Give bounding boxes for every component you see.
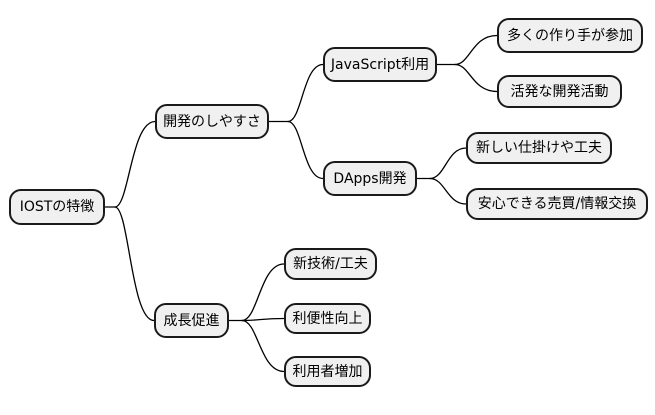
node-javascript-use: JavaScript利用 <box>323 47 437 82</box>
connector-growth-growth1 <box>241 263 285 322</box>
node-secure-trading: 安心できる売買/情報交換 <box>466 188 648 220</box>
node-user-increase: 利用者増加 <box>284 356 371 387</box>
node-new-mechanisms: 新しい仕掛けや工夫 <box>466 132 612 164</box>
node-new-technology: 新技術/工夫 <box>284 248 377 280</box>
connector-iost-growth <box>114 206 155 322</box>
connector-growth-growth2 <box>241 317 285 322</box>
node-growth-promotion: 成長促進 <box>154 303 229 338</box>
node-convenience-up: 利便性向上 <box>284 303 371 334</box>
node-dapps-development: DApps開発 <box>323 161 417 196</box>
connector-growth-growth3 <box>241 319 285 373</box>
connector-dev-dapps <box>287 120 324 180</box>
connector-dev-js <box>287 63 324 123</box>
connector-iost-dev <box>114 120 156 208</box>
node-ease-of-development: 開発のしやすさ <box>155 104 269 139</box>
connector-dapps-dapps2 <box>429 177 467 205</box>
connector-dapps-dapps1 <box>429 147 467 180</box>
node-many-creators: 多くの作り手が参加 <box>497 18 643 53</box>
node-active-development: 活発な開発活動 <box>497 75 622 108</box>
connector-js-js2 <box>454 63 498 93</box>
node-iost-features: IOSTの特徴 <box>9 189 105 225</box>
connector-js-js1 <box>454 34 498 66</box>
